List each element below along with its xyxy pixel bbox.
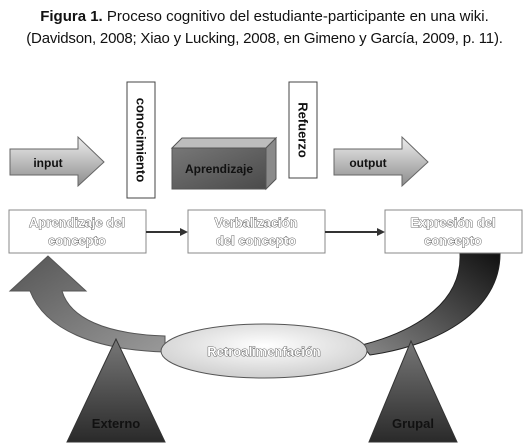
stage-verbalizacion-del-concepto: Verbalización del concepto [187, 209, 326, 254]
input-label: input [33, 156, 62, 170]
expression-feedback-curve [361, 253, 501, 356]
input-arrow: input [9, 135, 105, 188]
stage-1-line2: concepto [48, 233, 106, 248]
stage-3-line1: Expresión del [410, 215, 495, 230]
group-triangle: Grupal [368, 339, 458, 443]
output-label: output [349, 156, 386, 170]
feedback-label: Retroalimenfación [207, 344, 320, 359]
feedback-ellipse: Retroalimenfación [160, 323, 368, 379]
conocimiento-label: conocimiento [134, 98, 149, 183]
figure-caption-title: Figura 1. Proceso cognitivo del estudian… [0, 8, 529, 25]
connector-arrow-2 [325, 228, 385, 236]
feedback-return-arrow [8, 255, 166, 353]
stage-3-line2: concepto [424, 233, 482, 248]
refuerzo-box: Refuerzo [288, 81, 318, 179]
stage-expresion-del-concepto: Expresión del concepto [384, 209, 523, 254]
aprendizaje-label: Aprendizaje [185, 162, 253, 176]
conocimiento-box: conocimiento [126, 81, 156, 199]
refuerzo-label: Refuerzo [296, 102, 311, 158]
external-triangle: Externo [66, 337, 166, 443]
stage-1-line1: Aprendizaje del [29, 215, 125, 230]
stage-2-line1: Verbalización [214, 215, 297, 230]
aprendizaje-block: Aprendizaje [170, 136, 278, 191]
figure-title: Proceso cognitivo del estudiante-partici… [106, 8, 489, 25]
connector-arrow-1 [146, 228, 188, 236]
stage-2-line2: del concepto [216, 233, 296, 248]
group-label: Grupal [392, 416, 434, 431]
figure-citation: (Davidson, 2008; Xiao y Lucking, 2008, e… [26, 30, 503, 47]
output-arrow: output [333, 135, 429, 188]
external-label: Externo [92, 416, 140, 431]
figure-label: Figura 1. [40, 8, 103, 25]
stage-aprendizaje-del-concepto: Aprendizaje del concepto [8, 209, 147, 254]
